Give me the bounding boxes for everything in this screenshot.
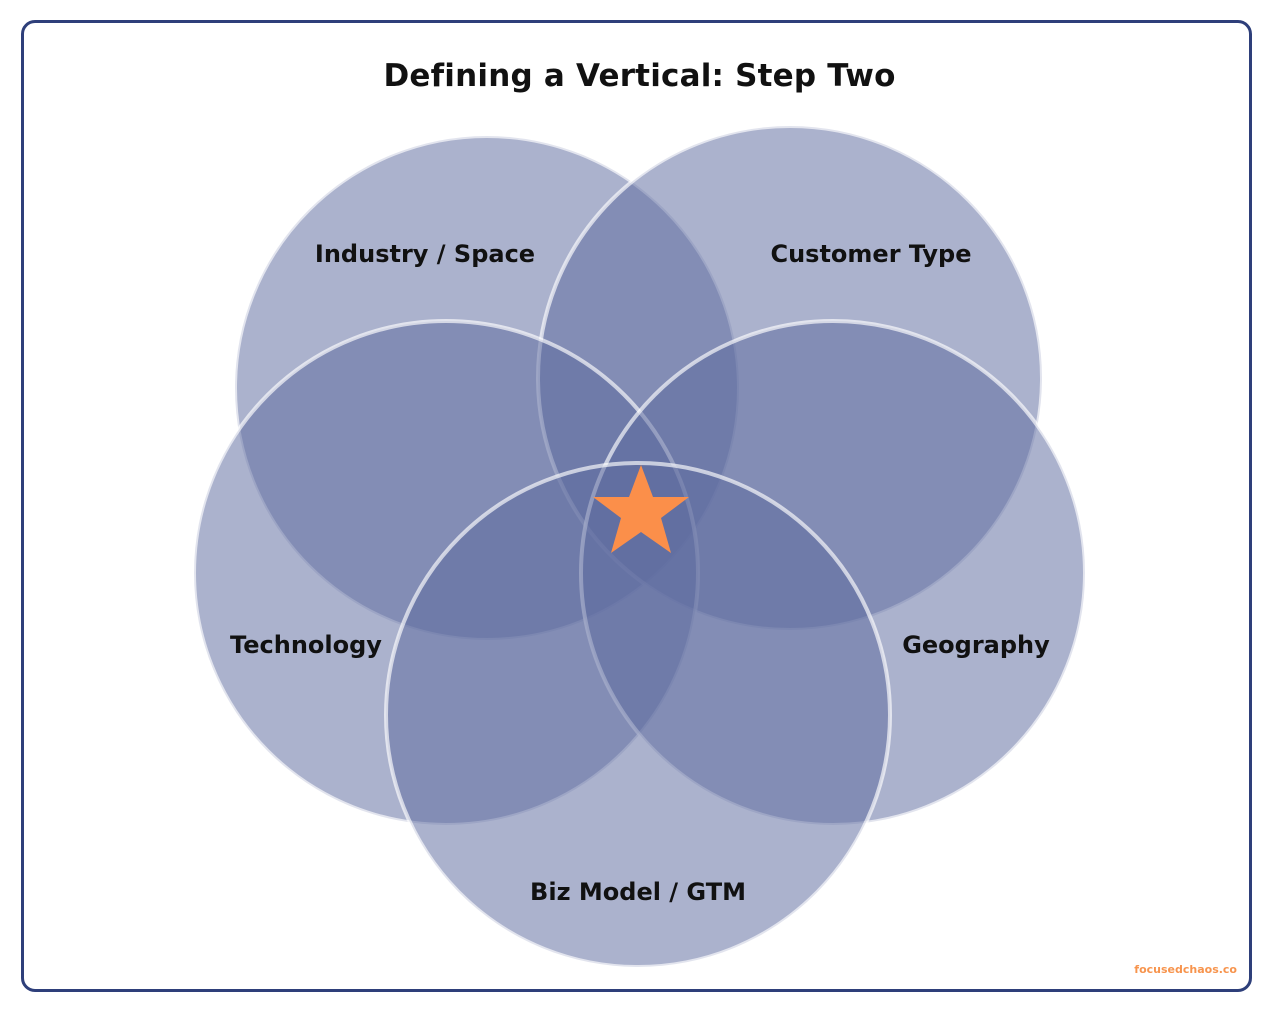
circle-bizmodel xyxy=(384,461,892,969)
label-technology: Technology xyxy=(230,631,382,659)
circle-labels: Industry / Space Customer Type Technolog… xyxy=(230,240,1050,906)
label-geography: Geography xyxy=(902,631,1050,659)
venn-circles xyxy=(192,124,1087,969)
label-industry: Industry / Space xyxy=(315,240,535,268)
label-bizmodel: Biz Model / GTM xyxy=(530,878,746,906)
credit-text: focusedchaos.co xyxy=(1134,963,1237,976)
label-customer: Customer Type xyxy=(770,240,971,268)
star-icon xyxy=(593,465,689,553)
diagram-title: Defining a Vertical: Step Two xyxy=(383,58,896,94)
